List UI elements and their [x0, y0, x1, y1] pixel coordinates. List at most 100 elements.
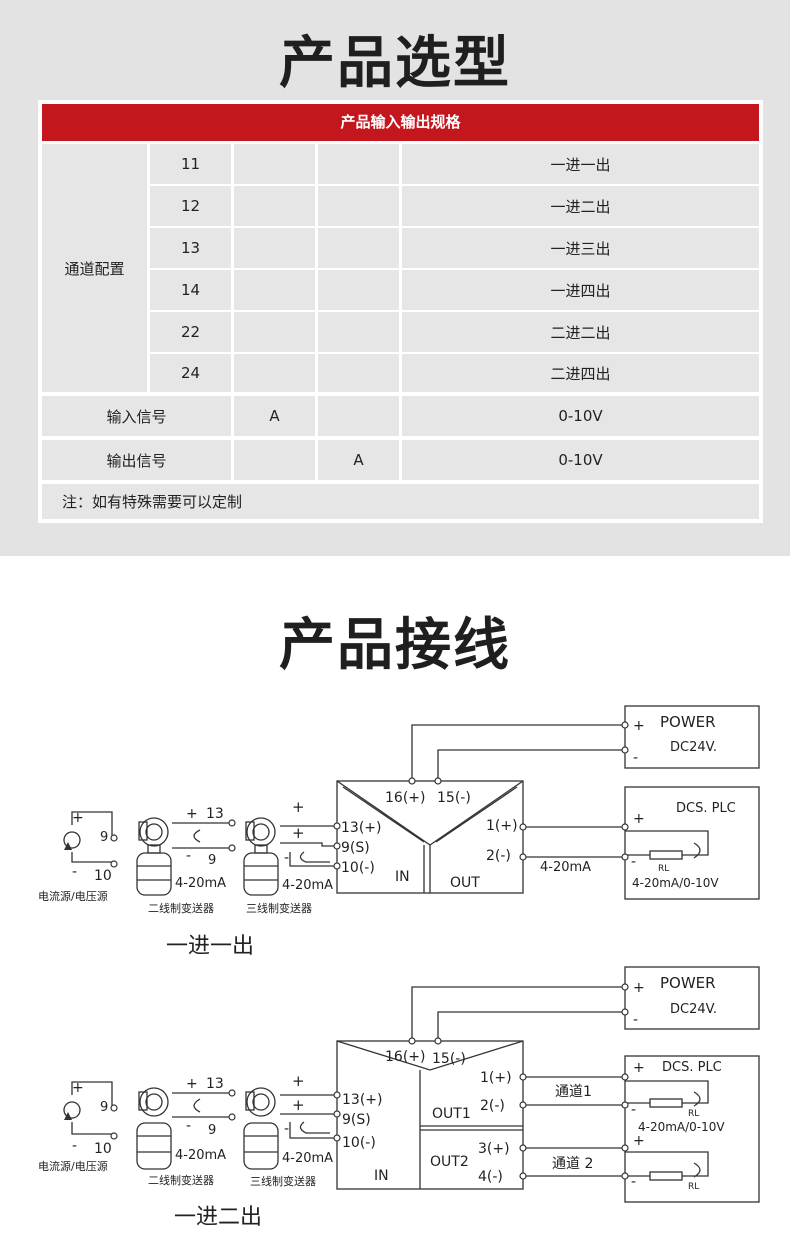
terminal-10: 10(-) [341, 860, 375, 876]
power-label-2: POWER [660, 974, 716, 992]
table-cell-empty [318, 144, 399, 184]
two-wire-label: 二线制变送器 [148, 901, 214, 915]
terminal-3: 3(+) [478, 1141, 510, 1157]
input-signal-code: A [234, 396, 315, 436]
out-label: OUT [450, 875, 480, 891]
minus-sign: - [186, 1118, 191, 1134]
terminal-9s-2: 9(S) [342, 1112, 371, 1128]
table-row-code: 24 [150, 354, 231, 392]
minus-sign: - [284, 850, 289, 866]
table-row-code: 12 [150, 186, 231, 226]
minus-sign: - [72, 1138, 77, 1154]
diagram-caption-2: 一进二出 [174, 1205, 262, 1230]
spec-table: 产品输入输出规格 通道配置 11 一进一出 12 一进二出 13 一进三出 14… [38, 100, 763, 523]
range-label-2: 4-20mA/0-10V [638, 1120, 725, 1134]
dc-label: DC24V. [670, 740, 717, 755]
two-wire-label-2: 二线制变送器 [148, 1173, 214, 1187]
section-title-selection: 产品选型 [279, 31, 511, 96]
terminal-13-label: 13 [206, 1076, 224, 1092]
table-cell-empty [234, 186, 315, 226]
source-label-2: 电流源/电压源 [38, 1159, 108, 1173]
source-label: 电流源/电压源 [38, 889, 108, 903]
out2-label: OUT2 [430, 1154, 469, 1170]
plus-sign: + [72, 810, 84, 826]
minus-sign: - [633, 1012, 638, 1028]
minus-sign: - [631, 854, 636, 870]
channel-1-label: 通道1 [555, 1084, 592, 1100]
table-cell-empty [318, 312, 399, 352]
three-wire-label: 三线制变送器 [246, 901, 312, 915]
terminal-16-2: 16(+) [385, 1049, 425, 1065]
table-cell-empty [234, 354, 315, 392]
table-cell-empty [234, 440, 315, 480]
table-cell-empty [318, 228, 399, 268]
power-label: POWER [660, 713, 716, 731]
table-cell-empty [318, 354, 399, 392]
terminal-9-label: 9 [208, 1123, 216, 1138]
in-label: IN [395, 869, 410, 885]
resistor-rl [649, 850, 683, 860]
channel-config-label: 通道配置 [42, 144, 147, 392]
plus-sign: + [633, 1060, 645, 1076]
table-cell-empty [234, 312, 315, 352]
minus-sign: - [631, 1174, 636, 1190]
minus-sign: - [186, 848, 191, 864]
rl-label-3: RL [688, 1182, 699, 1192]
minus-sign: - [633, 750, 638, 766]
table-cell-empty [318, 270, 399, 310]
terminal-4: 4(-) [478, 1169, 503, 1185]
terminal-10-label: 10 [94, 1141, 112, 1157]
input-signal-label: 输入信号 [42, 396, 231, 436]
plus-sign: + [633, 811, 645, 827]
terminal-1: 1(+) [486, 818, 518, 834]
table-row-desc: 一进四出 [402, 270, 759, 310]
table-row-code: 13 [150, 228, 231, 268]
plus-sign: + [633, 980, 645, 996]
power-box [624, 705, 760, 769]
terminal-2: 2(-) [486, 848, 511, 864]
dcs-label: DCS. PLC [676, 801, 736, 816]
terminal-13: 13(+) [341, 820, 381, 836]
terminal-1-2: 1(+) [480, 1070, 512, 1086]
terminal-15-2: 15(-) [432, 1051, 466, 1067]
input-signal-range: 0-10V [402, 396, 759, 436]
minus-sign: - [72, 864, 77, 880]
table-row-code: 22 [150, 312, 231, 352]
plus-sign: + [292, 1096, 305, 1114]
table-cell-empty [234, 144, 315, 184]
ma-label: 4-20mA [282, 1151, 333, 1166]
plus-sign: + [633, 718, 645, 734]
diagram-caption-1: 一进一出 [166, 934, 254, 959]
table-header: 产品输入输出规格 [42, 104, 759, 141]
rl-label-2: RL [688, 1109, 699, 1119]
output-signal-code: A [318, 440, 399, 480]
terminal-9s: 9(S) [341, 840, 370, 856]
channel-2-label: 通道 2 [552, 1156, 593, 1172]
output-signal-label: 输出信号 [42, 440, 231, 480]
output-signal-range: 0-10V [402, 440, 759, 480]
dcs-box-2 [624, 1055, 760, 1203]
dcs-box [624, 786, 760, 900]
dcs-label-2: DCS. PLC [662, 1060, 722, 1075]
range-label: 4-20mA/0-10V [632, 876, 719, 890]
terminal-16: 16(+) [385, 790, 425, 806]
table-cell-empty [234, 270, 315, 310]
in-label-2: IN [374, 1168, 389, 1184]
plus-sign: + [633, 1133, 645, 1149]
terminal-9-label: 9 [100, 1100, 108, 1115]
power-box-2 [624, 966, 760, 1030]
table-row-desc: 一进二出 [402, 186, 759, 226]
table-cell-empty [234, 228, 315, 268]
table-row-desc: 二进四出 [402, 354, 759, 392]
rl-label: RL [658, 864, 669, 874]
table-row-desc: 一进一出 [402, 144, 759, 184]
table-row-desc: 一进三出 [402, 228, 759, 268]
plus-sign: + [292, 824, 305, 842]
table-row-desc: 二进二出 [402, 312, 759, 352]
plus-sign: + [72, 1080, 84, 1096]
section-title-wiring: 产品接线 [279, 613, 511, 678]
terminal-10-2: 10(-) [342, 1135, 376, 1151]
ma-label: 4-20mA [175, 876, 226, 891]
terminal-15: 15(-) [437, 790, 471, 806]
